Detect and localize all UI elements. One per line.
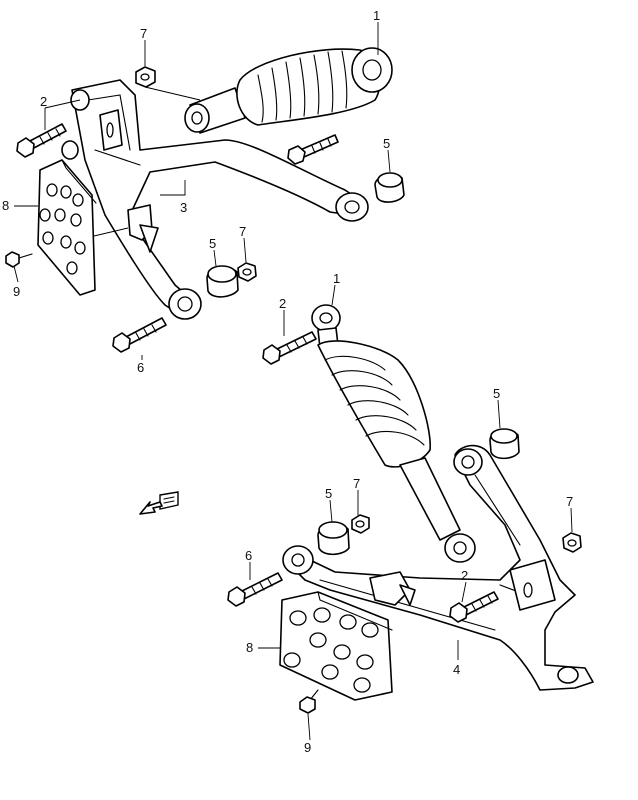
nut-mid [237, 262, 257, 282]
small-bolt-bottom [299, 689, 319, 714]
callout-8-top: 8 [2, 198, 9, 213]
bushing-mid [206, 265, 239, 298]
shock-absorber-top [184, 47, 393, 134]
bolt-top-mid [287, 134, 339, 165]
callout-2-top: 2 [40, 94, 47, 109]
bolt-bottom-left [262, 331, 317, 365]
callout-7-top: 7 [140, 26, 147, 41]
callout-6-top: 6 [137, 360, 144, 375]
nut-bottom [351, 514, 370, 534]
nut-top [135, 66, 156, 88]
callout-8-bottom: 8 [246, 640, 253, 655]
callout-5-mid: 5 [209, 236, 216, 251]
callout-2-bottom-left: 2 [279, 296, 286, 311]
bushing-bottom [317, 521, 350, 556]
bushing-bottom-right [489, 428, 520, 460]
bushing-top-right [374, 172, 405, 203]
mount-plate-top [37, 159, 97, 296]
mount-plate-bottom [279, 591, 393, 701]
callout-7-right: 7 [566, 494, 573, 509]
bolt-6-bottom [227, 572, 283, 607]
callout-7-bottom: 7 [353, 476, 360, 491]
swing-arm-top [61, 79, 369, 320]
callout-5-right: 5 [493, 386, 500, 401]
callouts: 1 7 2 5 3 8 9 5 7 6 1 2 5 5 7 7 6 2 8 4 … [2, 8, 573, 755]
small-bolt-top [5, 251, 33, 268]
callout-7-mid: 7 [239, 224, 246, 239]
direction-arrow-icon [139, 491, 179, 515]
bolt-top-left [16, 123, 67, 158]
callout-1-bottom: 1 [333, 271, 340, 286]
callout-5-top: 5 [383, 136, 390, 151]
callout-9-top: 9 [13, 284, 20, 299]
callout-6-bottom: 6 [245, 548, 252, 563]
bolt-bottom-right [449, 591, 499, 623]
callout-5-bottom: 5 [325, 486, 332, 501]
callout-2-bottom-right: 2 [461, 568, 468, 583]
callout-9-bottom: 9 [304, 740, 311, 755]
callout-1-top: 1 [373, 8, 380, 23]
callout-4: 4 [453, 662, 460, 677]
leader-lines [13, 22, 573, 741]
nut-bottom-right [562, 532, 582, 553]
bolt-6-top [112, 317, 167, 353]
swing-arm-bottom [282, 444, 594, 691]
shock-absorber-bottom [311, 304, 476, 563]
callout-3: 3 [180, 200, 187, 215]
